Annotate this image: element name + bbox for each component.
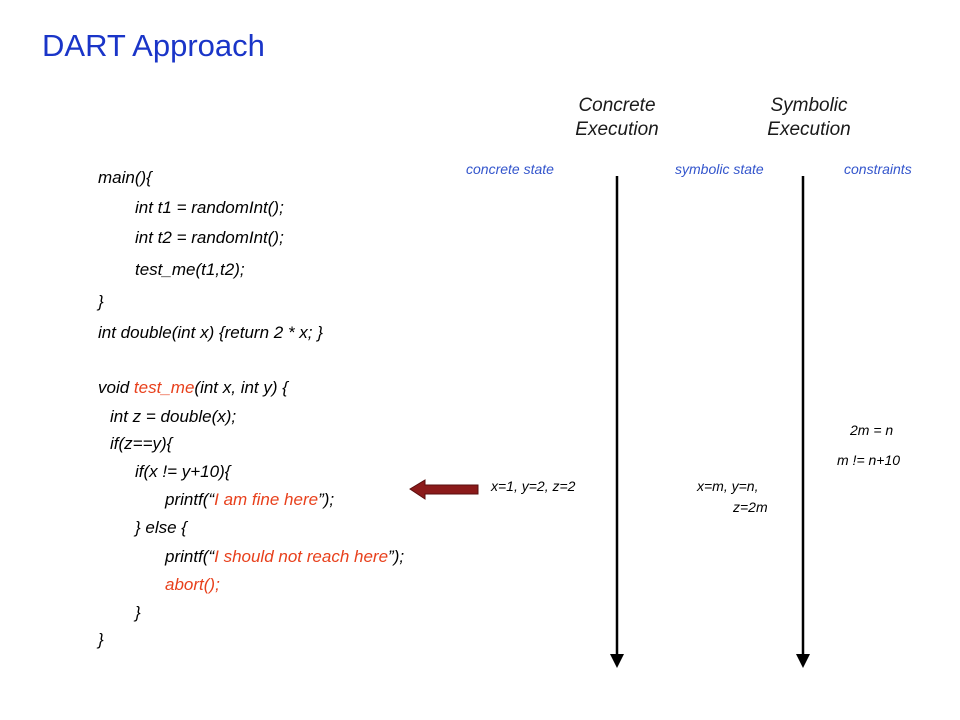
code-printf: printf(“	[165, 547, 215, 566]
code-params: (int x, int y) {	[194, 378, 288, 397]
code-line: int t1 = randomInt();	[135, 198, 284, 217]
concrete-header-line2: Execution	[575, 119, 659, 140]
code-void: void	[98, 378, 134, 397]
concrete-execution-header: Concrete Execution	[537, 94, 697, 142]
code-string-fine: I am fine here	[214, 490, 319, 509]
code-printf-close: ”);	[318, 490, 335, 509]
code-line: if(x != y+10){	[135, 462, 231, 481]
code-line: }	[135, 603, 141, 622]
slide-title: DART Approach	[42, 28, 265, 63]
code-line: } else {	[135, 518, 187, 537]
symbolic-header-line1: Symbolic	[770, 95, 848, 116]
code-line: printf(“I am fine here”);	[165, 490, 334, 510]
code-string-unreachable: I should not reach here	[214, 547, 389, 566]
code-test-me-highlight: test_me	[133, 378, 195, 397]
concrete-header-line1: Concrete	[578, 95, 656, 116]
code-line: int double(int x) {return 2 * x; }	[98, 323, 323, 342]
symbolic-state-label: symbolic state	[675, 161, 764, 177]
code-line: }	[98, 292, 104, 311]
code-line: test_me(t1,t2);	[135, 260, 245, 279]
concrete-timeline-arrow	[610, 176, 624, 668]
constraints-label: constraints	[844, 161, 912, 177]
code-line: }	[98, 630, 104, 649]
code-line-abort: abort();	[165, 575, 220, 594]
symbolic-state-value-line2: z=2m	[733, 499, 768, 515]
symbolic-timeline-arrow	[796, 176, 810, 668]
constraint-value-2: m != n+10	[837, 452, 901, 468]
current-line-pointer-arrow	[409, 479, 479, 500]
code-line: int t2 = randomInt();	[135, 228, 284, 247]
code-line: if(z==y){	[110, 434, 173, 453]
code-printf: printf(“	[165, 490, 215, 509]
code-printf-close: ”);	[388, 547, 405, 566]
code-line: int z = double(x);	[110, 407, 237, 426]
concrete-state-label: concrete state	[466, 161, 554, 177]
code-line: printf(“I should not reach here”);	[165, 547, 404, 567]
code-line: main(){	[98, 168, 152, 187]
concrete-state-value: x=1, y=2, z=2	[491, 478, 576, 494]
code-line: void test_me(int x, int y) {	[98, 378, 288, 398]
symbolic-state-value-line1: x=m, y=n,	[697, 478, 759, 494]
symbolic-header-line2: Execution	[767, 119, 851, 140]
symbolic-execution-header: Symbolic Execution	[729, 94, 889, 142]
constraint-value-1: 2m = n	[850, 422, 894, 438]
